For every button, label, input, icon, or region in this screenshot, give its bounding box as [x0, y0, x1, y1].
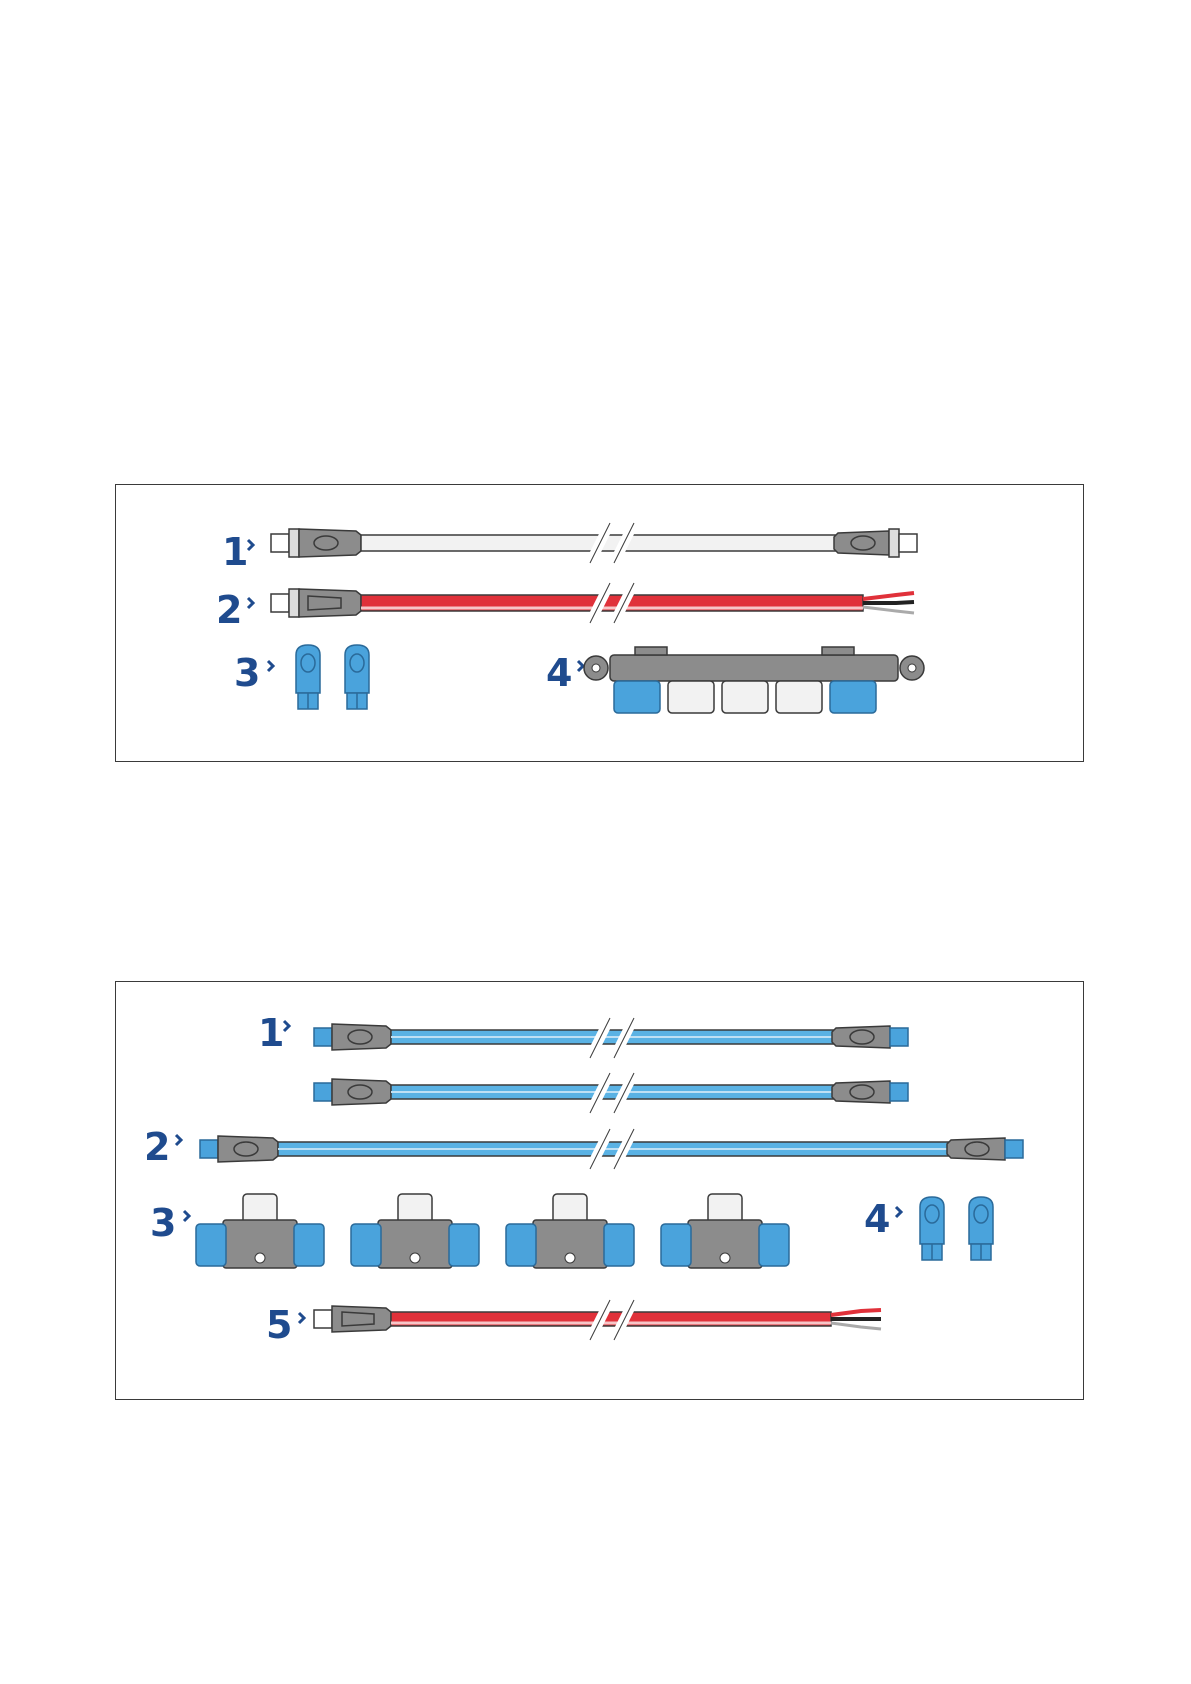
callout-1: 1 — [222, 530, 248, 574]
power-cable-red — [314, 1300, 881, 1340]
callout-3-arrow — [268, 661, 273, 671]
t-piece-1 — [196, 1194, 324, 1268]
callout-4: 4 — [864, 1197, 890, 1241]
backbone-cable-blue-2 — [314, 1073, 908, 1113]
callout-3: 3 — [234, 651, 260, 695]
backbone-cable-blue-long — [200, 1129, 1023, 1169]
five-way-connector — [584, 647, 924, 713]
callout-1-arrow — [284, 1021, 289, 1031]
t-piece-3 — [506, 1194, 634, 1268]
backbone-cable-blue-1 — [314, 1018, 908, 1058]
callout-4: 4 — [546, 651, 572, 695]
callout-5-arrow — [299, 1313, 304, 1323]
figure-2-panel: 1 2 — [115, 981, 1084, 1400]
callout-1-arrow — [248, 540, 253, 550]
callout-2-arrow — [248, 598, 253, 608]
terminator-2 — [345, 645, 369, 709]
backbone-cable-white — [271, 523, 917, 563]
callout-2: 2 — [144, 1125, 170, 1169]
callout-2-arrow — [176, 1135, 181, 1145]
power-cable-red — [271, 583, 914, 623]
terminator-1 — [920, 1197, 944, 1260]
callout-1: 1 — [258, 1011, 284, 1055]
t-piece-4 — [661, 1194, 789, 1268]
callout-2: 2 — [216, 588, 242, 632]
callout-4-arrow — [578, 661, 583, 671]
figure-1-drawing: 1 2 — [116, 485, 1085, 763]
callout-5: 5 — [266, 1303, 292, 1347]
t-piece-2 — [351, 1194, 479, 1268]
terminator-2 — [969, 1197, 993, 1260]
figure-1-panel: 1 2 — [115, 484, 1084, 762]
callout-3: 3 — [150, 1201, 176, 1245]
figure-2-drawing: 1 2 — [116, 982, 1085, 1401]
callout-4-arrow — [896, 1207, 901, 1217]
terminator-1 — [296, 645, 320, 709]
callout-3-arrow — [184, 1211, 189, 1221]
